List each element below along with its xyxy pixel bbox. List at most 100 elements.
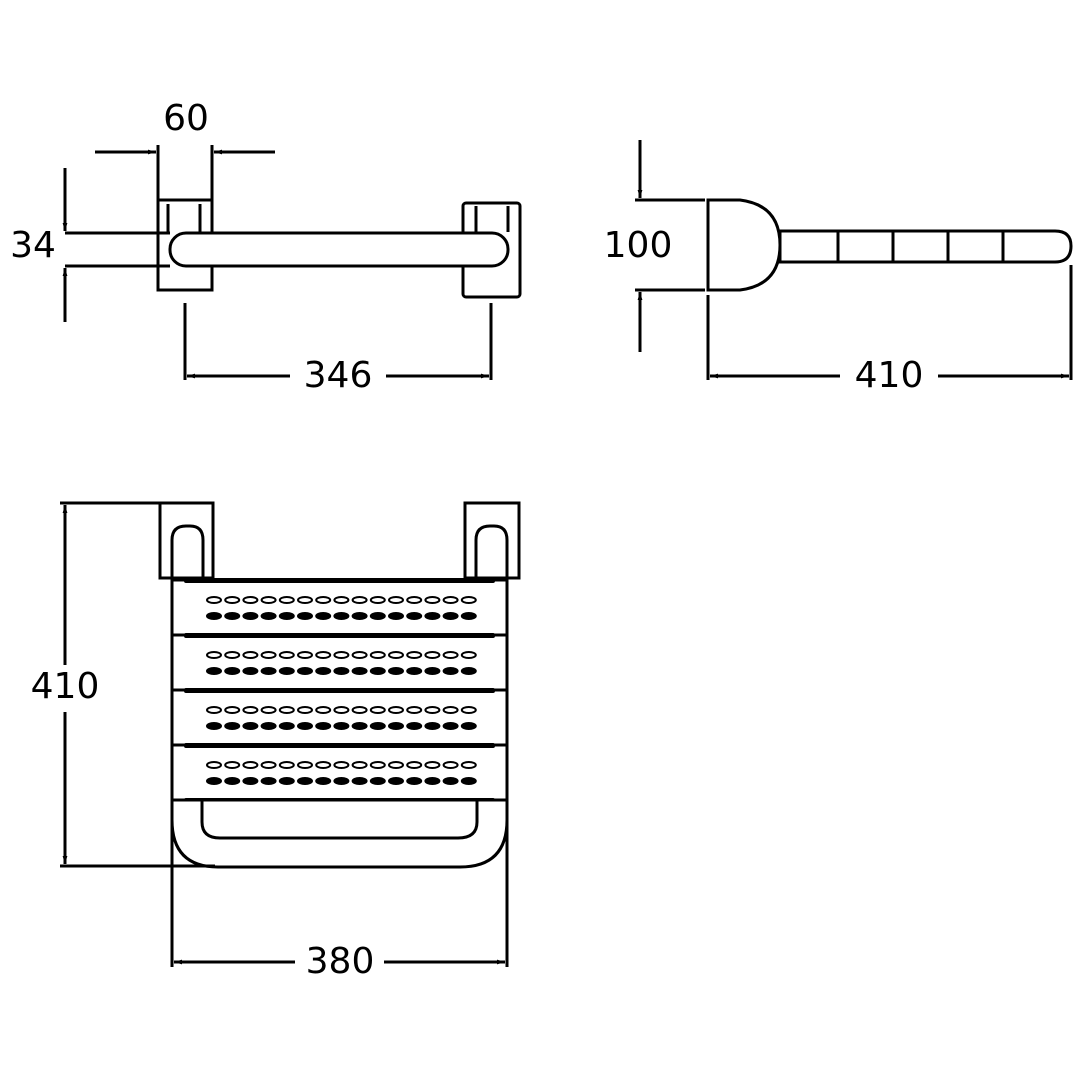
drain-hole bbox=[369, 777, 386, 785]
drain-hole bbox=[242, 777, 259, 785]
drain-hole bbox=[260, 722, 277, 730]
drain-hole bbox=[260, 761, 277, 769]
seat-slat bbox=[170, 578, 509, 637]
drain-hole bbox=[351, 612, 368, 620]
drain-hole bbox=[242, 596, 259, 604]
drain-hole bbox=[242, 706, 259, 714]
drain-hole bbox=[206, 706, 222, 714]
slat-edge bbox=[184, 578, 495, 583]
drain-hole bbox=[424, 651, 441, 659]
drain-hole bbox=[388, 596, 404, 604]
drain-hole bbox=[406, 612, 423, 620]
drain-hole bbox=[406, 706, 423, 714]
drain-hole bbox=[460, 722, 477, 730]
drain-hole bbox=[406, 761, 423, 769]
drain-hole bbox=[242, 667, 259, 675]
drain-hole bbox=[206, 612, 222, 620]
drain-hole bbox=[278, 777, 295, 785]
drain-hole bbox=[278, 722, 295, 730]
drain-hole bbox=[224, 706, 241, 714]
drain-hole bbox=[278, 612, 295, 620]
drain-hole bbox=[460, 651, 477, 659]
drain-hole bbox=[278, 761, 295, 769]
drain-hole bbox=[206, 667, 222, 675]
left-wall-bracket bbox=[158, 501, 215, 580]
drain-hole bbox=[260, 596, 277, 604]
drain-hole bbox=[333, 706, 350, 714]
drain-hole bbox=[260, 777, 277, 785]
drain-hole bbox=[406, 667, 423, 675]
drain-hole bbox=[315, 596, 332, 604]
drain-hole bbox=[242, 612, 259, 620]
drain-hole bbox=[242, 722, 259, 730]
drain-hole bbox=[406, 651, 423, 659]
drain-hole bbox=[369, 667, 386, 675]
drain-hole bbox=[388, 651, 404, 659]
drain-hole bbox=[242, 651, 259, 659]
drain-hole bbox=[315, 706, 332, 714]
drain-hole bbox=[333, 651, 350, 659]
seat-slats bbox=[170, 578, 509, 803]
drain-hole bbox=[369, 596, 386, 604]
drain-hole bbox=[315, 612, 332, 620]
drain-hole bbox=[333, 612, 350, 620]
drain-hole bbox=[442, 706, 459, 714]
drain-hole bbox=[424, 761, 441, 769]
drain-hole bbox=[424, 722, 441, 730]
drain-hole bbox=[206, 651, 222, 659]
drain-hole bbox=[424, 667, 441, 675]
seat-slat bbox=[170, 633, 509, 692]
end-view: 100 410 bbox=[604, 140, 1073, 396]
drain-hole bbox=[224, 596, 241, 604]
drain-hole bbox=[388, 761, 404, 769]
drain-hole bbox=[442, 667, 459, 675]
drain-hole bbox=[442, 761, 459, 769]
drain-hole bbox=[278, 667, 295, 675]
drain-hole bbox=[424, 706, 441, 714]
right-wall-bracket bbox=[463, 501, 521, 580]
drain-hole bbox=[297, 761, 313, 769]
drain-hole bbox=[315, 761, 332, 769]
drain-hole bbox=[224, 651, 241, 659]
slat-edge bbox=[184, 688, 495, 693]
drain-hole bbox=[297, 596, 313, 604]
drain-hole bbox=[351, 651, 368, 659]
drain-hole bbox=[351, 761, 368, 769]
drain-hole bbox=[278, 596, 295, 604]
drain-hole bbox=[460, 761, 477, 769]
dim-width: 380 bbox=[306, 941, 375, 982]
drain-hole bbox=[351, 722, 368, 730]
drain-hole bbox=[442, 612, 459, 620]
drain-hole bbox=[260, 612, 277, 620]
drain-hole bbox=[442, 596, 459, 604]
drain-hole bbox=[442, 651, 459, 659]
drain-hole bbox=[369, 612, 386, 620]
wall-mount bbox=[706, 198, 782, 292]
drain-hole bbox=[369, 706, 386, 714]
drain-hole bbox=[260, 667, 277, 675]
drain-hole bbox=[260, 651, 277, 659]
drain-hole bbox=[424, 596, 441, 604]
drain-hole bbox=[333, 596, 350, 604]
drain-hole bbox=[442, 722, 459, 730]
drain-hole bbox=[206, 777, 222, 785]
drain-hole bbox=[297, 706, 313, 714]
drain-hole bbox=[388, 777, 404, 785]
drain-hole bbox=[224, 722, 241, 730]
seat-handle bbox=[170, 798, 509, 869]
drain-hole bbox=[460, 596, 477, 604]
drain-hole bbox=[206, 722, 222, 730]
drain-hole bbox=[424, 777, 441, 785]
drain-hole bbox=[242, 761, 259, 769]
drain-hole bbox=[460, 777, 477, 785]
dim-depth-top: 410 bbox=[31, 666, 100, 707]
drain-hole bbox=[406, 722, 423, 730]
drain-hole bbox=[388, 706, 404, 714]
dim-bracket-width: 60 bbox=[163, 98, 209, 139]
seat-slat bbox=[170, 688, 509, 747]
drain-hole bbox=[224, 612, 241, 620]
drain-hole bbox=[351, 706, 368, 714]
drain-hole bbox=[297, 667, 313, 675]
drain-hole bbox=[278, 706, 295, 714]
